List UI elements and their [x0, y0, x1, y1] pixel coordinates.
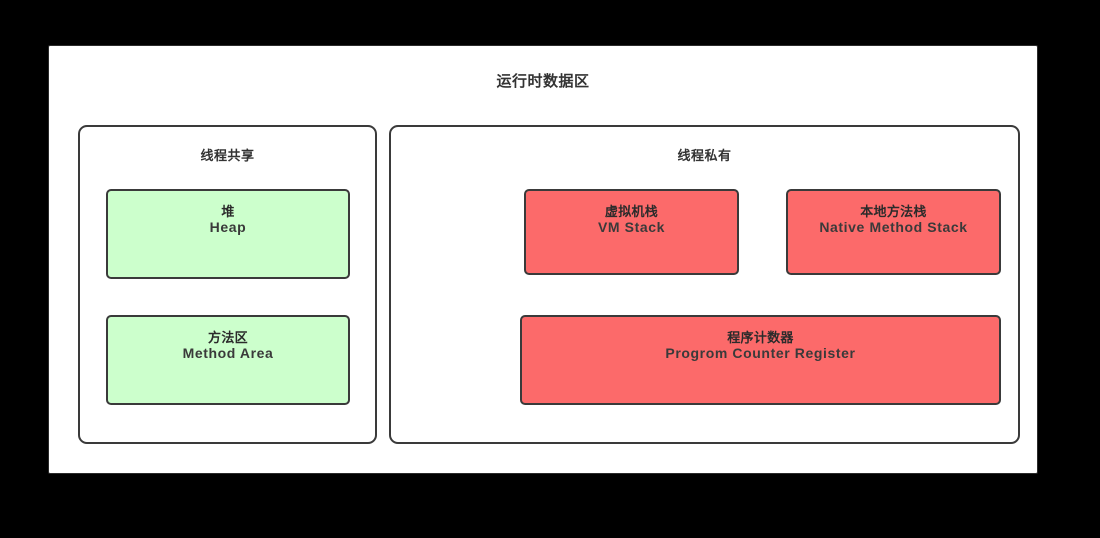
- region-native-method-stack-label-en: Native Method Stack: [819, 219, 968, 236]
- region-vm-stack[interactable]: 虚拟机栈 VM Stack: [524, 189, 739, 275]
- region-native-method-stack-label-cn: 本地方法栈: [860, 204, 927, 219]
- thread-private-title: 线程私有: [677, 148, 732, 163]
- region-method-area[interactable]: 方法区 Method Area: [106, 315, 350, 405]
- region-heap-label-cn: 堆: [221, 204, 235, 219]
- region-native-method-stack[interactable]: 本地方法栈 Native Method Stack: [786, 189, 1001, 275]
- region-program-counter-register-label-cn: 程序计数器: [727, 330, 794, 345]
- region-method-area-label-en: Method Area: [182, 345, 274, 362]
- region-vm-stack-label-cn: 虚拟机栈: [604, 204, 659, 219]
- page-title: 运行时数据区: [496, 73, 590, 90]
- region-program-counter-register[interactable]: 程序计数器 Progrom Counter Register: [520, 315, 1001, 405]
- region-heap[interactable]: 堆 Heap: [106, 189, 350, 279]
- thread-shared-title: 线程共享: [200, 148, 255, 163]
- runtime-data-area-panel: 运行时数据区 线程共享 堆 Heap 方法区 Method Area 线程私有 …: [48, 45, 1038, 474]
- region-program-counter-register-label-en: Progrom Counter Register: [665, 345, 856, 362]
- region-vm-stack-label-en: VM Stack: [597, 219, 666, 236]
- region-method-area-label-cn: 方法区: [208, 330, 248, 345]
- thread-shared-group: 线程共享 堆 Heap 方法区 Method Area: [78, 125, 377, 444]
- region-heap-label-en: Heap: [209, 219, 247, 236]
- thread-private-group: 线程私有 虚拟机栈 VM Stack 本地方法栈 Native Method S…: [389, 125, 1020, 444]
